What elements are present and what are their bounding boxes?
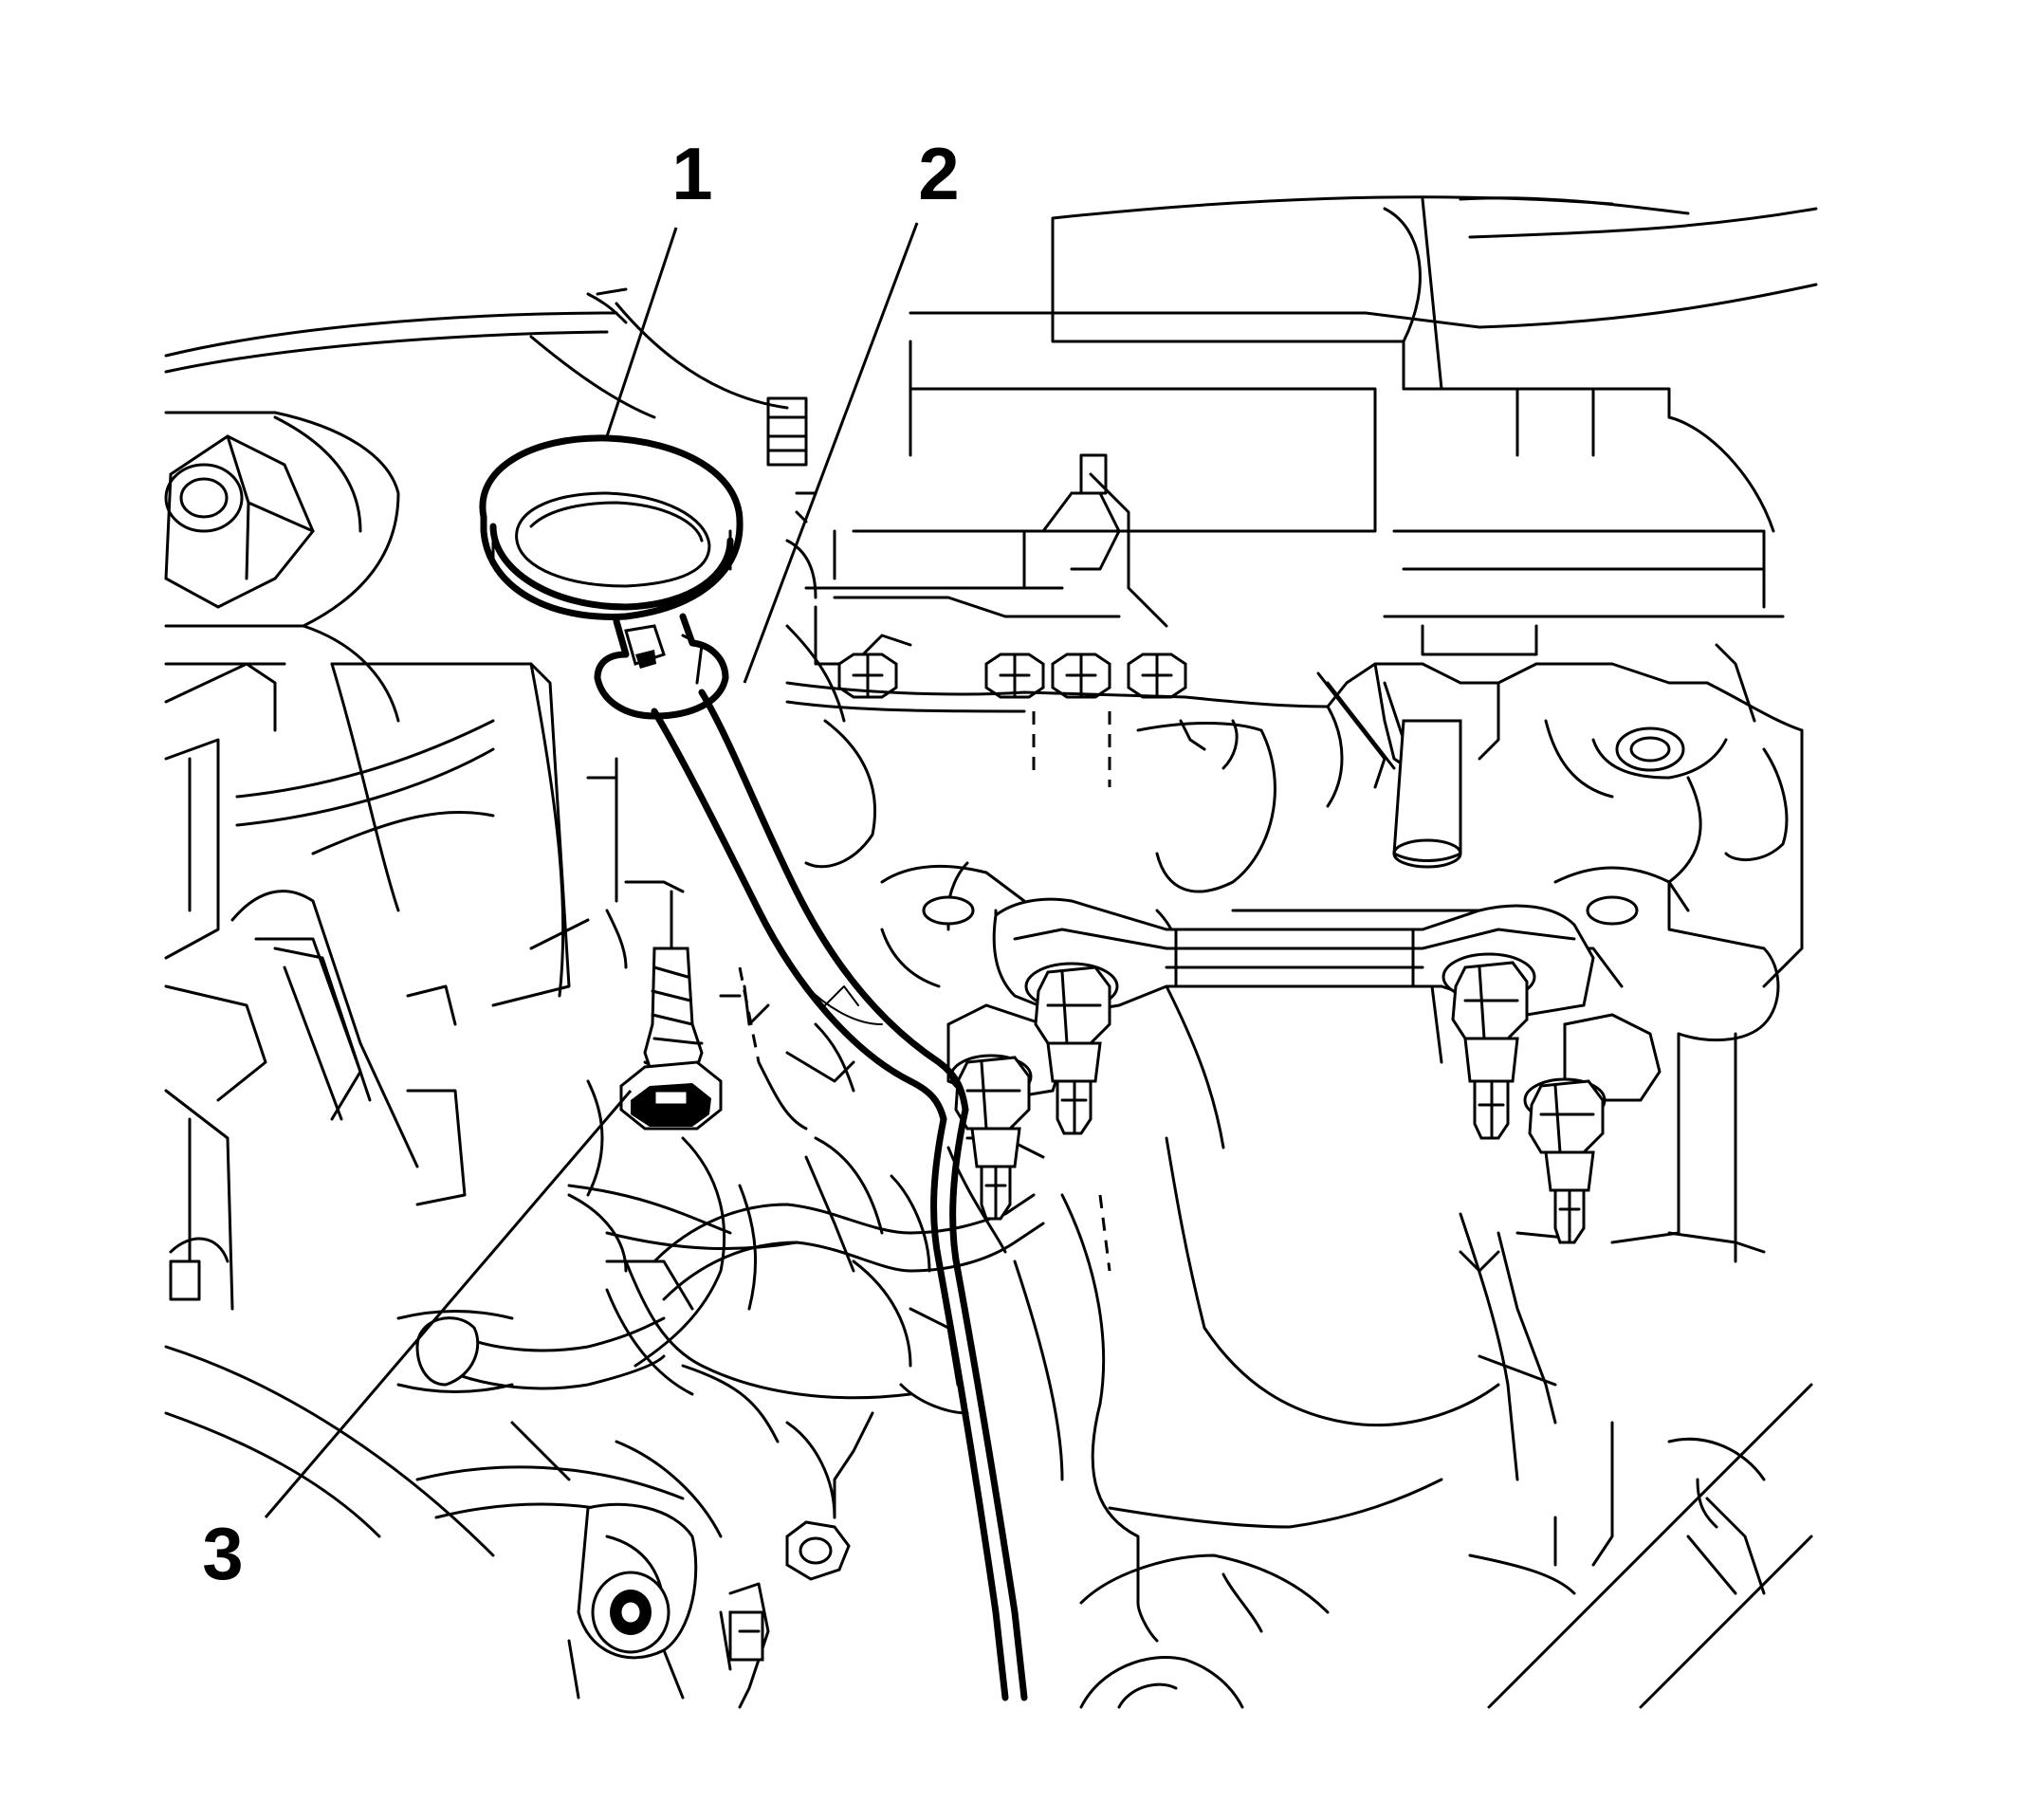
- oil-level-indicator: [479, 434, 744, 720]
- leader-2: [743, 222, 919, 684]
- mount-bolt-2: [949, 1054, 1033, 1221]
- callout-3: 3: [202, 1512, 243, 1595]
- engine-mount-bracket: [880, 865, 1690, 1244]
- mount-bolt-1: [1024, 962, 1119, 1135]
- mount-bolt-3: [1442, 952, 1536, 1140]
- leader-1: [605, 227, 678, 437]
- leader-3: [264, 1090, 633, 1518]
- oil-level-indicator-tube: [651, 689, 1028, 1701]
- engine-background: [164, 195, 1818, 1709]
- callout-leaders: [264, 222, 919, 1518]
- callout-labels: 1 2 3: [202, 132, 959, 1595]
- callout-2: 2: [918, 132, 959, 215]
- tube-bolt: [619, 880, 723, 1131]
- bolt-row: [837, 653, 1187, 699]
- callout-1: 1: [671, 132, 712, 215]
- small-bolt: [785, 1520, 851, 1581]
- mount-bolt-4: [1523, 1077, 1607, 1244]
